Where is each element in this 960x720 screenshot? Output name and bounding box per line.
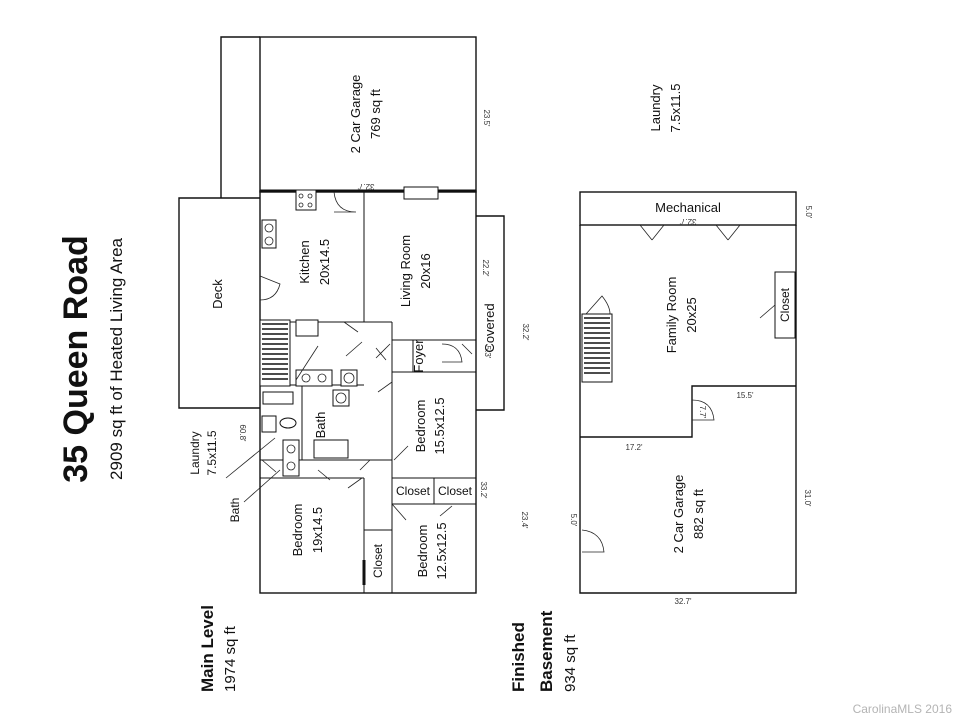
base-dim-5: 17.2' bbox=[625, 443, 643, 452]
basement-laundry-name: Laundry bbox=[648, 84, 663, 131]
base-dim-7: 32.7' bbox=[674, 597, 692, 606]
property-subtitle: 2909 sq ft of Heated Living Area bbox=[107, 237, 126, 479]
mechanical-label: Mechanical bbox=[655, 200, 721, 215]
deck-label: Deck bbox=[210, 279, 225, 309]
bedroom-a-size: 15.5x12.5 bbox=[432, 397, 447, 454]
laundry-name: Laundry bbox=[188, 431, 202, 474]
main-dim-3: 22.2' bbox=[481, 259, 490, 277]
basement-plan bbox=[579, 191, 797, 594]
main-dim-6: 60.8' bbox=[238, 424, 247, 442]
kitchen-size: 20x14.5 bbox=[317, 239, 332, 285]
bedroom-b-name: Bedroom bbox=[290, 504, 305, 557]
kitchen-name: Kitchen bbox=[297, 240, 312, 283]
basement-garage-area: 882 sq ft bbox=[691, 489, 706, 539]
bedroom-c-size: 12.5x12.5 bbox=[434, 522, 449, 579]
bath-upper-label: Bath bbox=[313, 412, 328, 439]
bedroom-c-name: Bedroom bbox=[415, 525, 430, 578]
property-title: 35 Queen Road bbox=[57, 235, 95, 483]
basement-area: 934 sq ft bbox=[562, 634, 579, 692]
basement-laundry-size: 7.5x11.5 bbox=[668, 84, 683, 133]
closet-c-label: Closet bbox=[371, 543, 385, 578]
base-dim-4: 7.7' bbox=[698, 406, 707, 419]
garage-name: 2 Car Garage bbox=[348, 75, 363, 154]
basement-title-2: Basement bbox=[537, 610, 556, 692]
garage-area: 769 sq ft bbox=[368, 89, 383, 139]
main-level-title: Main Level bbox=[198, 605, 217, 692]
closet-a-label: Closet bbox=[396, 484, 431, 498]
main-dim-5: 32.2' bbox=[521, 323, 530, 341]
family-room-size: 20x25 bbox=[684, 297, 699, 332]
main-level-labels: 2 Car Garage 769 sq ft Deck Kitchen 20x1… bbox=[188, 75, 497, 580]
covered-label: Covered bbox=[482, 303, 497, 352]
main-dim-8: 23.4' bbox=[520, 511, 529, 529]
base-dim-6: 31.0' bbox=[803, 489, 812, 507]
bath-lower-label: Bath bbox=[228, 498, 242, 523]
laundry-size: 7.5x11.5 bbox=[205, 430, 219, 475]
living-size: 20x16 bbox=[418, 253, 433, 288]
main-level-dimensions: 23.5' 32.7' 22.2' 5.3' 32.2' 60.8' 33.2'… bbox=[238, 109, 530, 529]
main-level-area: 1974 sq ft bbox=[222, 625, 239, 692]
family-room-name: Family Room bbox=[664, 277, 679, 354]
basement-labels: Laundry 7.5x11.5 Mechanical Family Room … bbox=[648, 84, 792, 554]
base-dim-8: 5.0' bbox=[569, 514, 578, 527]
base-dim-1: 5.0' bbox=[804, 206, 813, 219]
main-dim-2: 32.7' bbox=[357, 182, 375, 191]
main-level-heading: Main Level 1974 sq ft bbox=[198, 605, 239, 692]
basement-garage-name: 2 Car Garage bbox=[671, 475, 686, 554]
closet-b-label: Closet bbox=[438, 484, 473, 498]
main-dim-1: 23.5' bbox=[482, 109, 491, 127]
living-name: Living Room bbox=[398, 235, 413, 307]
main-dim-4: 5.3' bbox=[483, 346, 492, 359]
bedroom-b-size: 19x14.5 bbox=[310, 507, 325, 553]
basement-heading: Finished Basement 934 sq ft bbox=[509, 610, 579, 692]
main-level-plan bbox=[178, 36, 505, 594]
foyer-label: Foyer bbox=[411, 339, 426, 373]
base-dim-3: 15.5' bbox=[736, 391, 754, 400]
property-heading: 35 Queen Road 2909 sq ft of Heated Livin… bbox=[57, 235, 126, 483]
basement-closet-label: Closet bbox=[778, 287, 792, 322]
basement-dimensions: 5.0' 32.7' 15.5' 7.7' 17.2' 31.0' 32.7' … bbox=[569, 206, 813, 606]
base-dim-2: 32.7' bbox=[679, 217, 697, 226]
basement-title-1: Finished bbox=[509, 622, 528, 692]
main-dim-7: 33.2' bbox=[479, 481, 488, 499]
watermark: CarolinaMLS 2016 bbox=[852, 702, 952, 716]
bedroom-a-name: Bedroom bbox=[413, 400, 428, 453]
